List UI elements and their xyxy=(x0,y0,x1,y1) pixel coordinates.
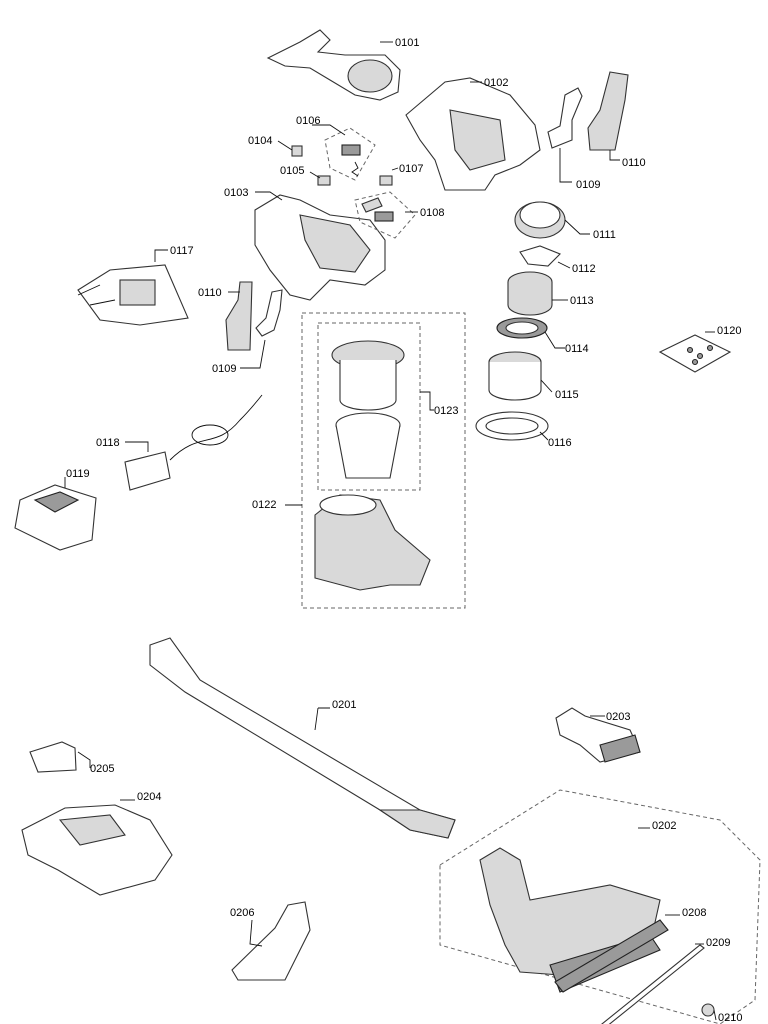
part-0122 xyxy=(301,312,466,609)
label-0115: 0115 xyxy=(555,389,579,401)
label-0107: 0107 xyxy=(399,163,423,175)
part-0118 xyxy=(124,394,263,491)
part-0119 xyxy=(14,484,97,551)
label-0203: 0203 xyxy=(606,711,630,723)
part-0206 xyxy=(231,901,311,981)
part-0201 xyxy=(149,637,456,839)
part-0210 xyxy=(701,1003,715,1017)
label-0201: 0201 xyxy=(332,699,356,711)
label-0101: 0101 xyxy=(395,37,419,49)
label-0122: 0122 xyxy=(252,499,276,511)
part-0103 xyxy=(254,194,386,301)
part-0111 xyxy=(514,201,566,239)
part-0108 xyxy=(354,191,416,239)
label-0204: 0204 xyxy=(137,791,161,803)
part-0115 xyxy=(488,351,542,401)
part-0204 xyxy=(21,804,173,896)
label-0104: 0104 xyxy=(248,135,272,147)
label-0210: 0210 xyxy=(718,1012,742,1024)
label-0108: 0108 xyxy=(420,207,444,219)
label-0120: 0120 xyxy=(717,325,741,337)
part-0110-left xyxy=(225,281,253,351)
part-0110-top xyxy=(587,71,629,151)
part-0109-top xyxy=(547,87,583,149)
label-0118: 0118 xyxy=(96,437,120,449)
label-0109-left: 0109 xyxy=(212,363,236,375)
label-0116: 0116 xyxy=(548,437,572,449)
part-0112 xyxy=(519,245,561,267)
part-0109-left xyxy=(255,289,283,337)
part-0202 xyxy=(439,789,761,1024)
part-0114 xyxy=(496,317,548,339)
part-0106 xyxy=(324,127,376,181)
part-0208 xyxy=(554,919,669,993)
label-0103: 0103 xyxy=(224,187,248,199)
label-0106: 0106 xyxy=(296,115,320,127)
label-0209: 0209 xyxy=(706,937,730,949)
part-0116 xyxy=(475,411,549,441)
part-0101 xyxy=(266,29,401,101)
part-0113 xyxy=(507,271,553,316)
label-0206: 0206 xyxy=(230,907,254,919)
label-0110-top: 0110 xyxy=(622,157,646,169)
label-0105: 0105 xyxy=(280,165,304,177)
part-0123 xyxy=(317,322,421,491)
label-0102: 0102 xyxy=(484,77,508,89)
part-0107 xyxy=(379,175,393,186)
label-0208: 0208 xyxy=(682,907,706,919)
label-0117: 0117 xyxy=(170,245,194,257)
part-0205 xyxy=(29,741,77,773)
label-0111: 0111 xyxy=(593,229,616,241)
part-0105 xyxy=(317,175,331,186)
part-0203 xyxy=(555,707,641,763)
part-0209 xyxy=(601,944,705,1024)
label-0123: 0123 xyxy=(434,405,458,417)
label-0112: 0112 xyxy=(572,263,596,275)
label-0110-left: 0110 xyxy=(198,287,222,299)
label-0202: 0202 xyxy=(652,820,676,832)
label-0119: 0119 xyxy=(66,468,90,480)
part-0117 xyxy=(77,264,189,326)
part-0102 xyxy=(405,77,541,191)
label-0205: 0205 xyxy=(90,763,114,775)
label-0114: 0114 xyxy=(565,343,589,355)
label-0109-top: 0109 xyxy=(576,179,600,191)
part-0120 xyxy=(658,334,732,373)
part-0104 xyxy=(291,145,303,157)
label-0113: 0113 xyxy=(570,295,594,307)
